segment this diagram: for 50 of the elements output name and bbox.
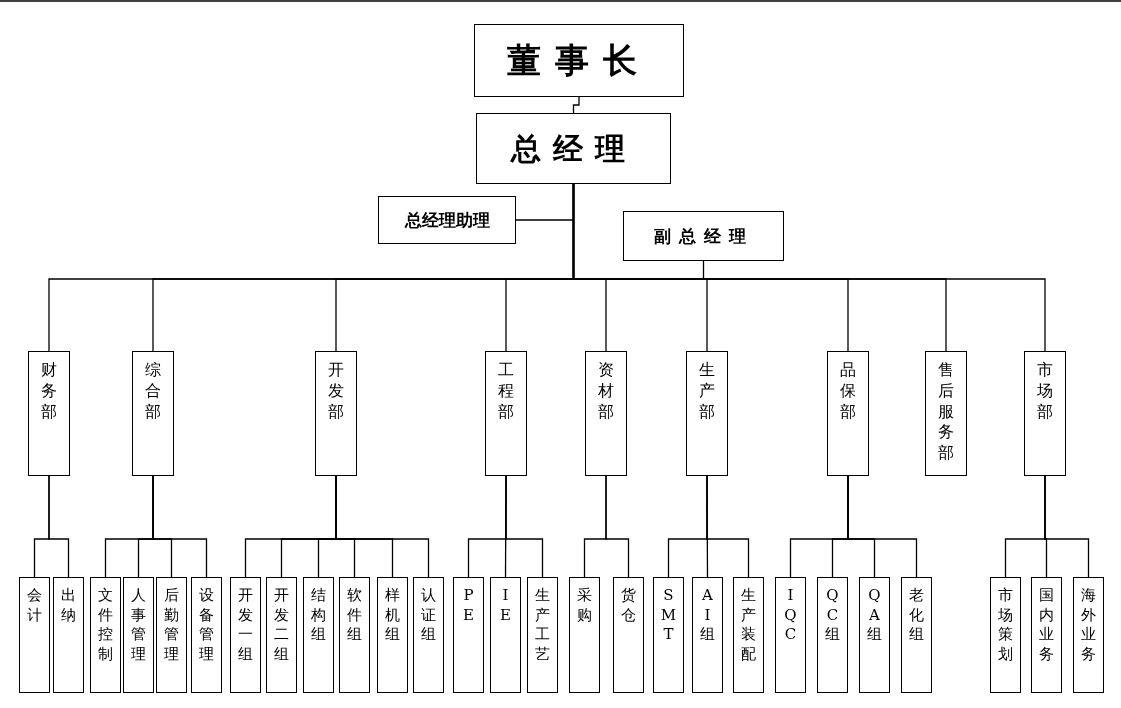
department-box: 市场部 [1024, 351, 1066, 476]
team-box: 国内业务 [1031, 577, 1062, 693]
connector-line [1044, 475, 1090, 578]
team-box: QC组 [817, 577, 848, 693]
team-box: 人事管理 [123, 577, 154, 693]
team-box: 开发一组 [230, 577, 261, 693]
title-box: 总经理 [476, 113, 671, 184]
department-box: 开发部 [315, 351, 357, 476]
title-box: 董事长 [474, 24, 684, 97]
department-box: 售后服务部 [925, 351, 967, 476]
team-box: PE [453, 577, 484, 693]
title-box: 总经理助理 [378, 196, 516, 244]
connector-line [505, 475, 544, 578]
team-box: 认证组 [413, 577, 444, 693]
team-box: SMT [653, 577, 684, 693]
team-box: AI组 [692, 577, 723, 693]
team-box: 开发二组 [266, 577, 297, 693]
team-box: 文件控制 [90, 577, 121, 693]
team-box: 生产装配 [733, 577, 764, 693]
department-box: 品保部 [827, 351, 869, 476]
team-box: 会计 [19, 577, 50, 693]
connector-line [706, 475, 750, 578]
connector-line [605, 475, 630, 578]
team-box: QA组 [859, 577, 890, 693]
connector-line [48, 475, 70, 578]
connector-line [572, 96, 580, 114]
team-box: IQC [775, 577, 806, 693]
team-box: 市场策划 [990, 577, 1021, 693]
connector-line [335, 475, 430, 578]
department-box: 财务部 [28, 351, 70, 476]
team-box: 出纳 [53, 577, 84, 693]
team-box: 软件组 [339, 577, 370, 693]
department-box: 工程部 [485, 351, 527, 476]
connector-line [572, 183, 1046, 352]
connector-line [152, 475, 208, 578]
department-box: 生产部 [686, 351, 728, 476]
team-box: 结构组 [303, 577, 334, 693]
team-box: 生产工艺 [527, 577, 558, 693]
title-box: 副总经理 [623, 211, 784, 261]
department-box: 综合部 [132, 351, 174, 476]
connector-line [847, 475, 918, 578]
team-box: 海外业务 [1073, 577, 1104, 693]
team-box: 货仓 [613, 577, 644, 693]
team-box: 采购 [569, 577, 600, 693]
team-box: 设备管理 [191, 577, 222, 693]
team-box: IE [490, 577, 521, 693]
team-box: 老化组 [901, 577, 932, 693]
team-box: 样机组 [377, 577, 408, 693]
team-box: 后勤管理 [156, 577, 187, 693]
department-box: 资材部 [585, 351, 627, 476]
